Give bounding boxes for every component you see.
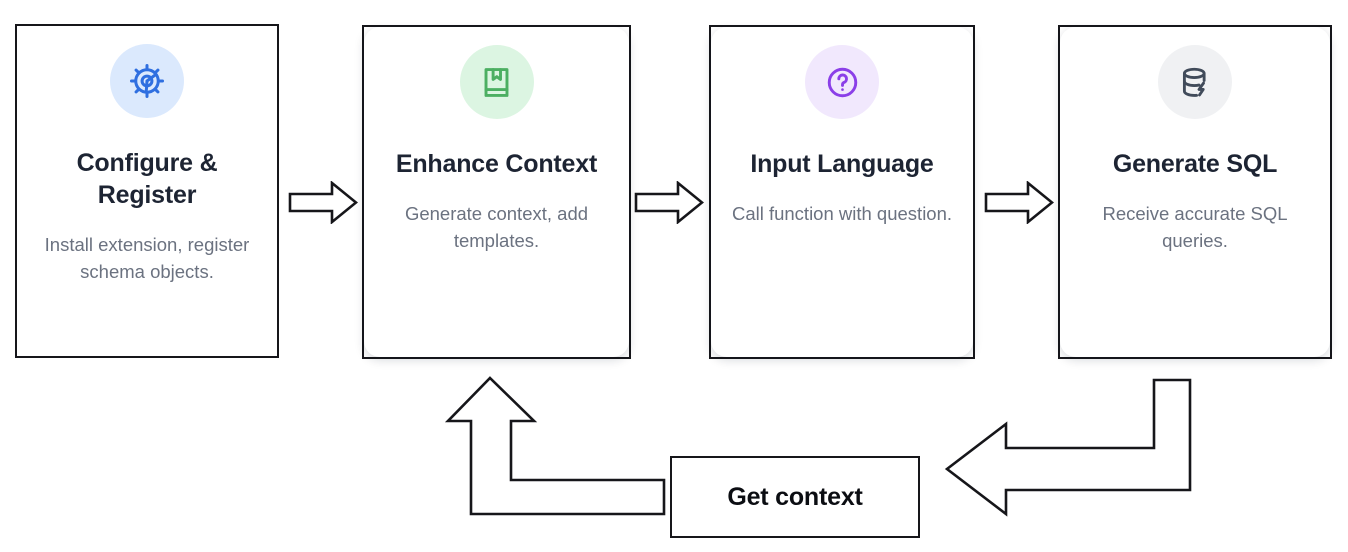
step-title: Generate SQL [1112,150,1278,178]
arrow-step3-step4 [984,181,1054,224]
step-card-inner: Input Language Call function with questi… [711,27,973,357]
step-card-inner: Generate SQL Receive accurate SQL querie… [1060,27,1330,357]
step-card-inner: Configure & Register Install extension, … [17,26,277,356]
arrow-step1-step2 [288,181,358,224]
step-card-inner: Enhance Context Generate context, add te… [364,27,629,357]
arrow-feedback-up-shape [440,374,680,540]
arrow-step2-step3 [634,181,704,224]
step-title: Enhance Context [395,150,598,178]
step-card-input-language[interactable]: Input Language Call function with questi… [709,25,975,359]
question-circle-icon-badge [805,45,879,119]
step-description: Generate context, add templates. [404,202,589,251]
question-circle-icon [824,64,861,101]
step-card-generate-sql[interactable]: Generate SQL Receive accurate SQL querie… [1058,25,1332,359]
step-card-enhance-context[interactable]: Enhance Context Generate context, add te… [362,25,631,359]
step-description: Install extension, register schema objec… [44,233,250,282]
step-title: Input Language [750,150,934,178]
database-bolt-icon-badge [1158,45,1232,119]
get-context-label: Get context [727,482,863,511]
arrow-feedback-down-left [944,378,1194,520]
get-context-box[interactable]: Get context [670,456,920,538]
gear-icon-badge [110,44,184,118]
database-bolt-icon [1177,64,1214,101]
step-description: Call function with question. [731,202,953,224]
gear-icon [128,62,166,100]
book-bookmark-icon-badge [459,45,534,119]
step-card-configure-register[interactable]: Configure & Register Install extension, … [15,24,279,358]
step-description: Receive accurate SQL queries. [1102,202,1288,251]
step-title: Configure & Register [76,149,218,209]
book-bookmark-icon [478,64,515,101]
